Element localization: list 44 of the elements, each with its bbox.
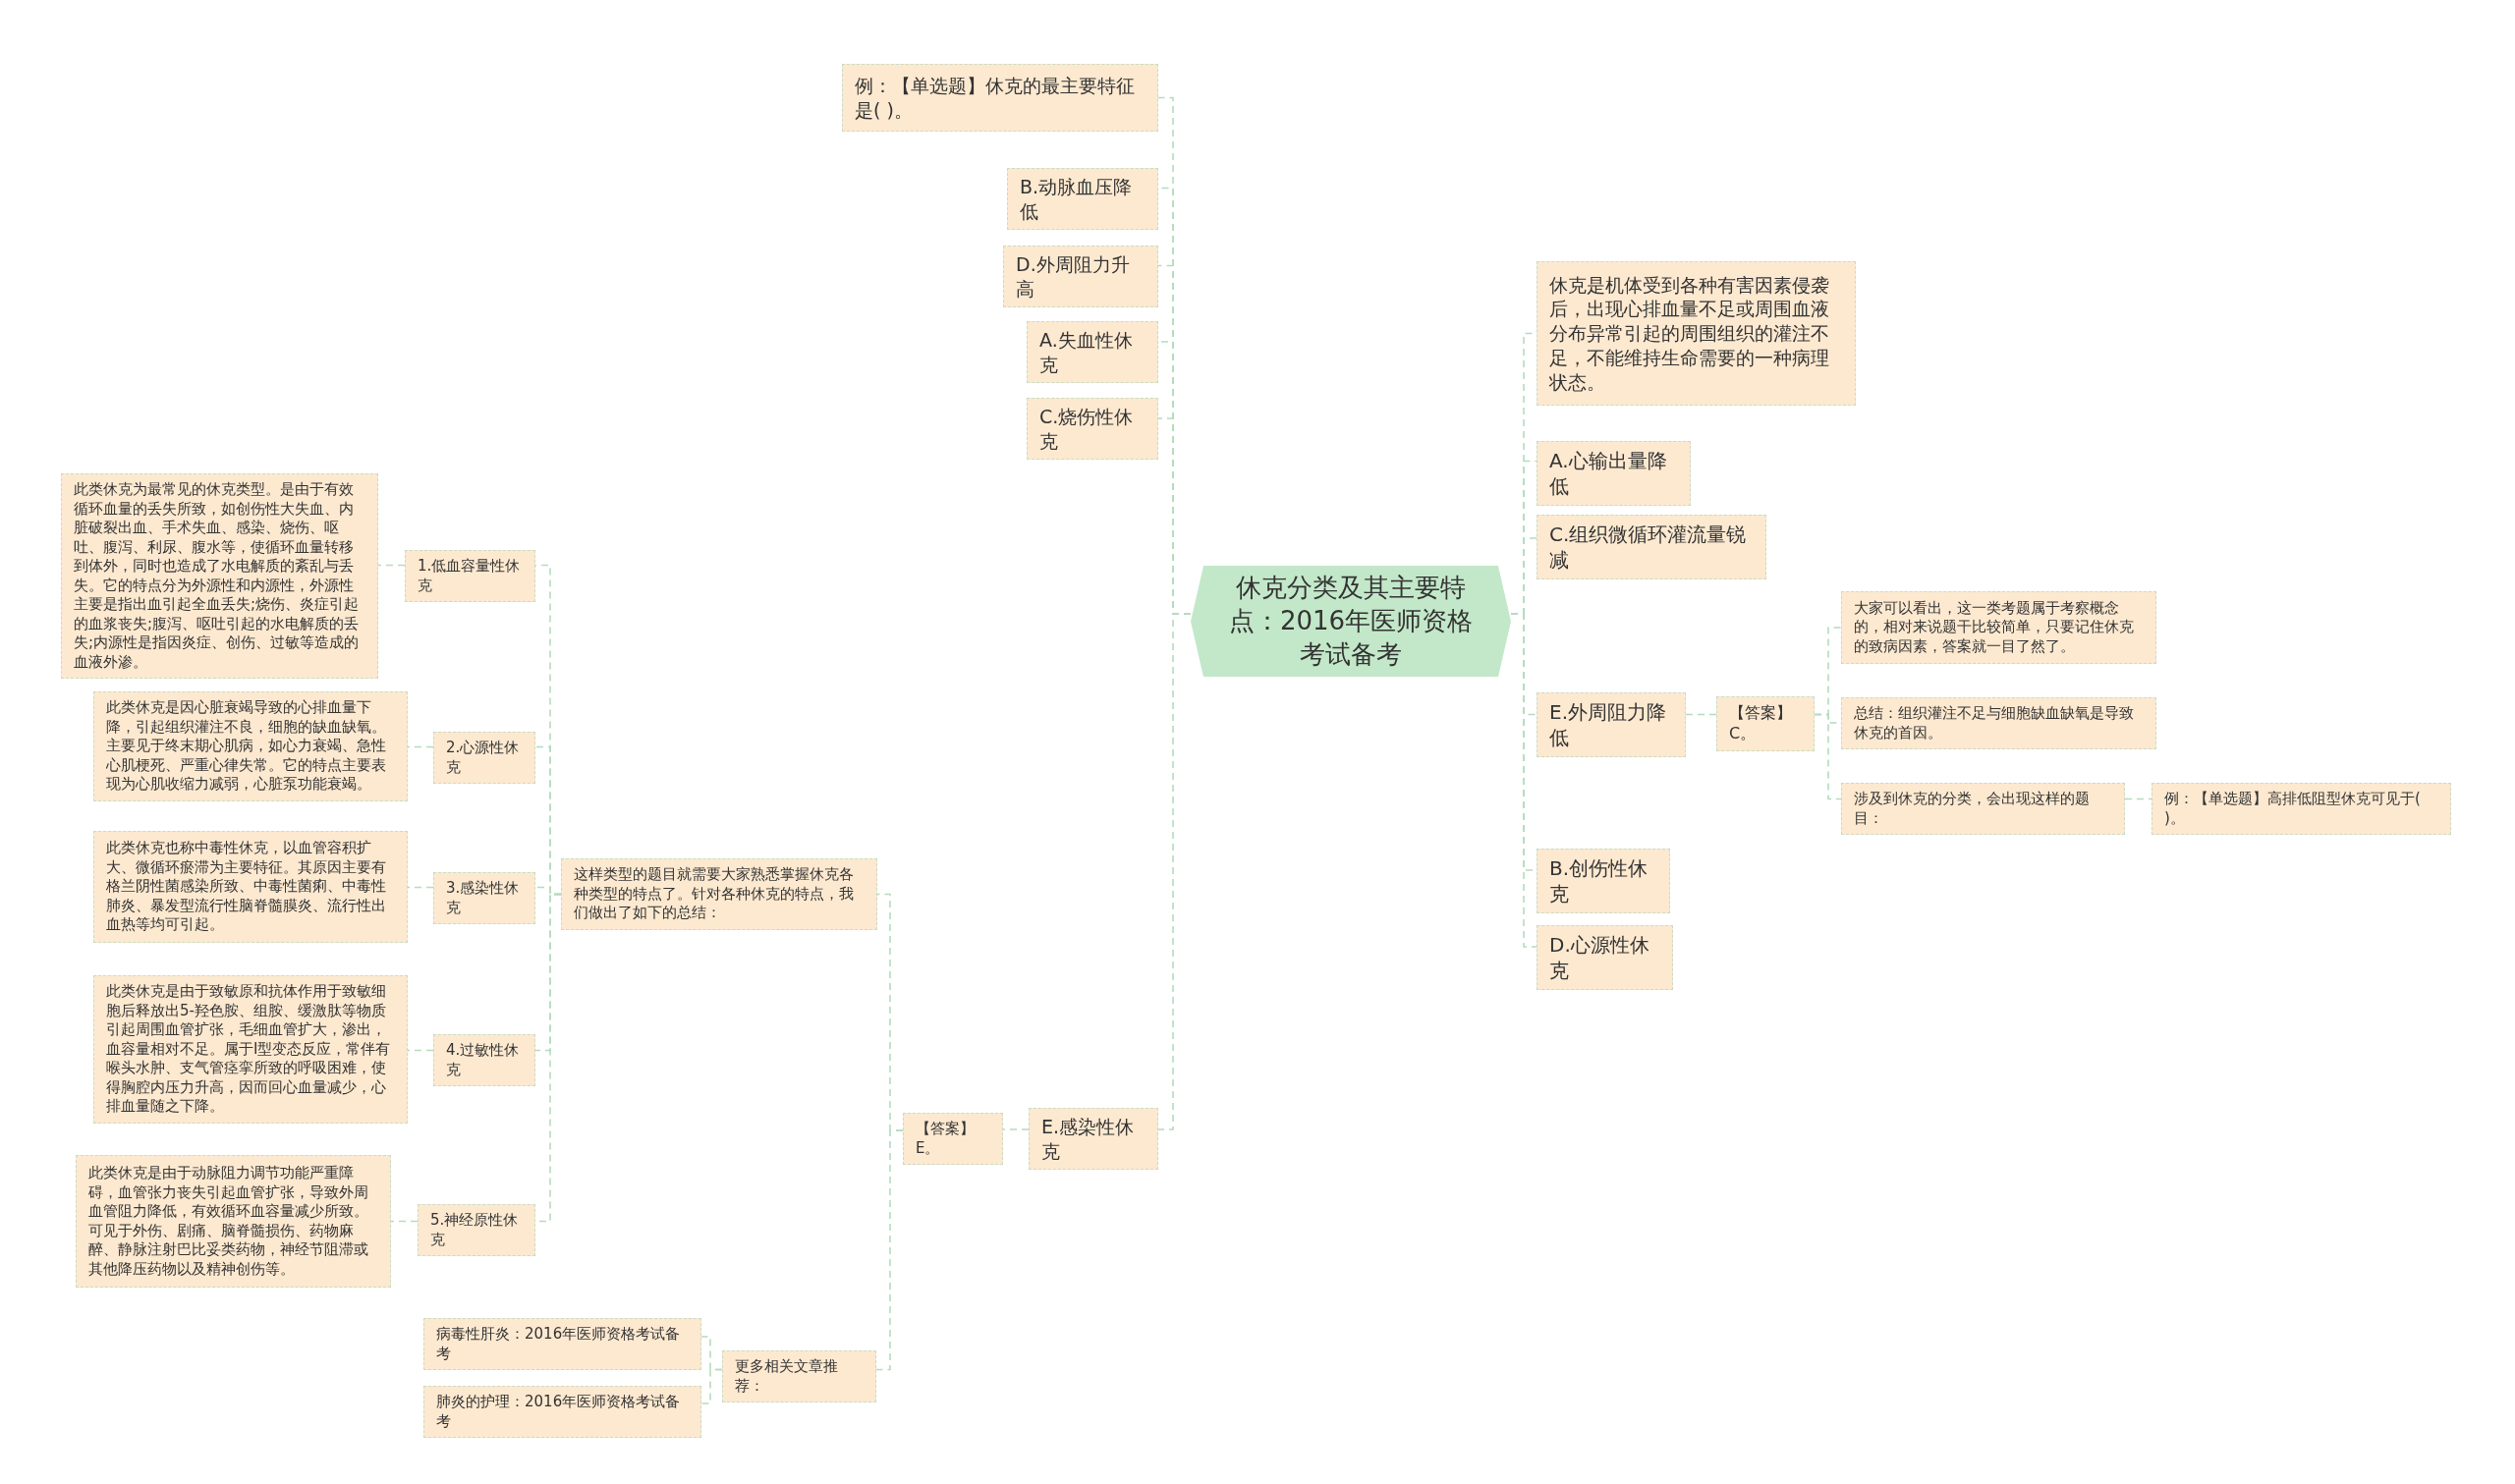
topic-box: E.外周阻力降低	[1537, 692, 1686, 757]
topic-box: 4.过敏性休克	[433, 1034, 535, 1086]
connector-line	[407, 886, 434, 889]
topic-box: D.心源性休克	[1537, 925, 1673, 990]
topic-box: 大家可以看出，这一类考题属于考察概念的，相对来说题干比较简单，只要记住休克的致病因素，答案就一目了然了。	[1841, 591, 2156, 664]
topic-box: B.创伤性休克	[1537, 849, 1670, 913]
topic-box: A.心输出量降低	[1537, 441, 1691, 506]
connector-line	[1002, 1128, 1030, 1130]
topic-box: E.感染性休克	[1029, 1108, 1158, 1171]
topic-box: C.烧伤性休克	[1027, 398, 1158, 461]
topic-box: C.组织微循环灌流量锐减	[1537, 515, 1766, 579]
topic-box: 涉及到休克的分类，会出现这样的题目：	[1841, 783, 2125, 835]
topic-box: D.外周阻力升高	[1003, 246, 1158, 308]
topic-box: A.失血性休克	[1027, 321, 1158, 384]
topic-box: 此类休克是因心脏衰竭导致的心排血量下降，引起组织灌注不良，细胞的缺血缺氧。主要见于终末期心肌病，如心力衰竭、急性心肌梗死、严重心律失常。它的特点主要表现为心肌收缩力减弱，心脏泵功能衰竭。	[93, 691, 408, 801]
topic-box: 例：【单选题】休克的最主要特征是( )。	[842, 64, 1158, 132]
topic-box: 病毒性肝炎：2016年医师资格考试备考	[423, 1318, 701, 1370]
topic-box: B.动脉血压降低	[1007, 168, 1158, 231]
topic-box: 2.心源性休克	[433, 732, 535, 784]
connector-line	[377, 564, 406, 567]
topic-box: 休克是机体受到各种有害因素侵袭后，出现心排血量不足或周围血液分布异常引起的周围组织的灌注不足，不能维持生命需要的一种病理状态。	[1537, 261, 1856, 406]
connector-line	[1814, 713, 1842, 800]
connector-line	[700, 1368, 723, 1404]
topic-box: 3.感染性休克	[433, 872, 535, 924]
connector-line	[407, 1049, 434, 1052]
connector-line	[390, 1220, 419, 1223]
topic-box: 【答案】C。	[1716, 696, 1815, 751]
topic-box: 此类休克为最常见的休克类型。是由于有效循环血量的丢失所致，如创伤性大失血、内脏破裂出血、手术失血、感染、烧伤、呕吐、腹泻、利尿、腹水等，使循环血量转移到体外，同时也造成了水电解质的紊乱与丢失。它的特点分为外源性和内源性，外源性主要是指出血引起全血丢失;烧伤、炎症引起的血浆丧失;腹泻、呕吐引起的水电解质的丢失;内源性是指因炎症、创伤、过敏等造成的血液外渗。	[61, 473, 378, 679]
connector-line	[1685, 713, 1717, 716]
connector-line	[407, 745, 434, 748]
topic-box: 此类休克是由于动脉阻力调节功能严重障碍，血管张力丧失引起血管扩张，导致外周血管阻力降低，有效循环血容量减少所致。可见于外伤、剧痛、脑脊髓损伤、药物麻醉、静脉注射巴比妥类药物，神经节阻滞或其他降压药物以及精神创伤等。	[76, 1155, 391, 1288]
topic-box: 5.神经原性休克	[418, 1204, 535, 1256]
topic-box: 总结：组织灌注不足与细胞缺血缺氧是导致休克的首因。	[1841, 697, 2156, 749]
topic-box: 这样类型的题目就需要大家熟悉掌握休克各种类型的特点了。针对各种休克的特点，我们做出了如下的总结：	[561, 858, 877, 930]
topic-box: 此类休克是由于致敏原和抗体作用于致敏细胞后释放出5-羟色胺、组胺、缓激肽等物质引起周围血管扩张，毛细血管扩大，渗出，血容量相对不足。属于Ⅰ型变态反应，常伴有喉头水肿、支气管痉挛所致的呼吸困难，使得胸腔内压力升高，因而回心血量减少，心排血量随之下降。	[93, 975, 408, 1124]
connector-line	[2124, 797, 2152, 800]
topic-box: 更多相关文章推荐：	[722, 1350, 876, 1402]
topic-box: 1.低血容量性休克	[405, 550, 535, 602]
topic-box: 【答案】E。	[903, 1113, 1003, 1165]
connector-line	[875, 1129, 904, 1371]
central-topic: 休克分类及其主要特点：2016年医师资格考试备考	[1191, 566, 1511, 678]
topic-box: 此类休克也称中毒性休克，以血管容积扩大、微循环瘀滞为主要特征。其原因主要有格兰阴性菌感染所致、中毒性菌痢、中毒性肺炎、暴发型流行性脑脊髓膜炎、流行性出血热等均可引起。	[93, 831, 408, 943]
topic-box: 肺炎的护理：2016年医师资格考试备考	[423, 1386, 701, 1438]
topic-box: 例：【单选题】高排低阻型休克可见于( )。	[2152, 783, 2451, 835]
